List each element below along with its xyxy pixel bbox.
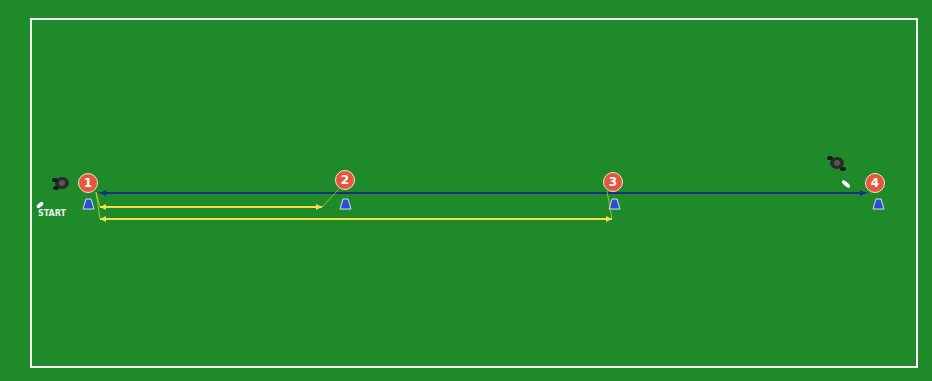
callout-number: 4 [871, 177, 879, 189]
stick [841, 179, 851, 188]
stick [36, 201, 45, 209]
callout-number: 3 [609, 176, 617, 188]
run-line [96, 189, 339, 207]
cone-number: 3 [603, 172, 623, 192]
cones [83, 199, 884, 209]
cone-number: 1 [78, 173, 98, 193]
player-4 [827, 156, 846, 171]
player-1 [52, 177, 69, 190]
start-label: START [38, 209, 66, 218]
field-border [31, 19, 917, 367]
run-line [96, 191, 612, 219]
run-line [96, 192, 869, 193]
cone-number: 2 [335, 170, 355, 190]
callout-number: 2 [341, 174, 349, 186]
cone-number: 4 [865, 173, 885, 193]
callout-number: 1 [84, 177, 92, 189]
